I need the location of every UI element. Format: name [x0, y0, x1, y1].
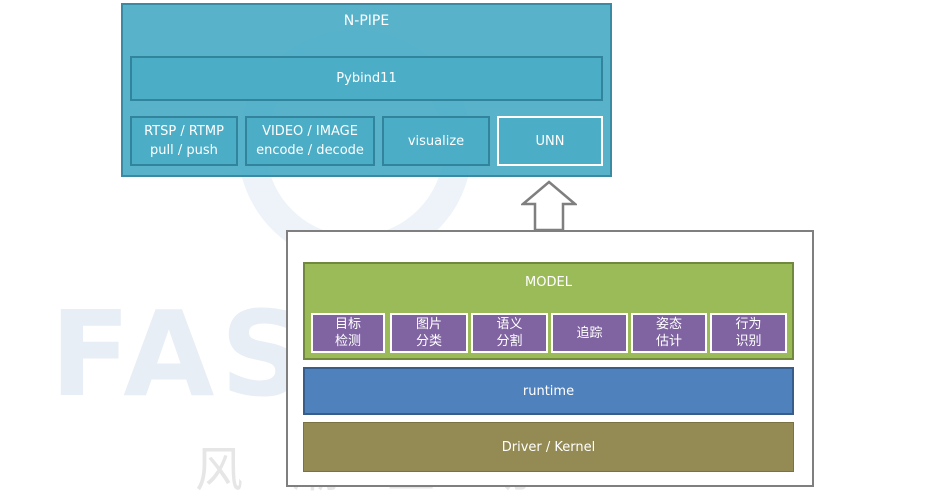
up-arrow-icon [521, 180, 577, 232]
npipe-title: N-PIPE [343, 12, 390, 29]
module-video-image: VIDEO / IMAGE encode / decode [245, 116, 375, 166]
model-item-classification: 图片 分类 [390, 313, 468, 353]
model-item-pose: 姿态 估计 [631, 313, 707, 353]
model-item-tracking: 追踪 [551, 313, 628, 353]
module-rtsp-rtmp: RTSP / RTMP pull / push [130, 116, 238, 166]
driver-kernel-box: Driver / Kernel [303, 422, 794, 472]
module-visualize: visualize [382, 116, 490, 166]
model-item-segmentation: 语义 分割 [471, 313, 548, 353]
module-unn: UNN [497, 116, 603, 166]
model-item-detection: 目标 检测 [311, 313, 385, 353]
pybind-box: Pybind11 [130, 56, 603, 101]
runtime-box: runtime [303, 367, 794, 415]
model-title: MODEL [525, 274, 572, 290]
model-item-action: 行为 识别 [710, 313, 787, 353]
